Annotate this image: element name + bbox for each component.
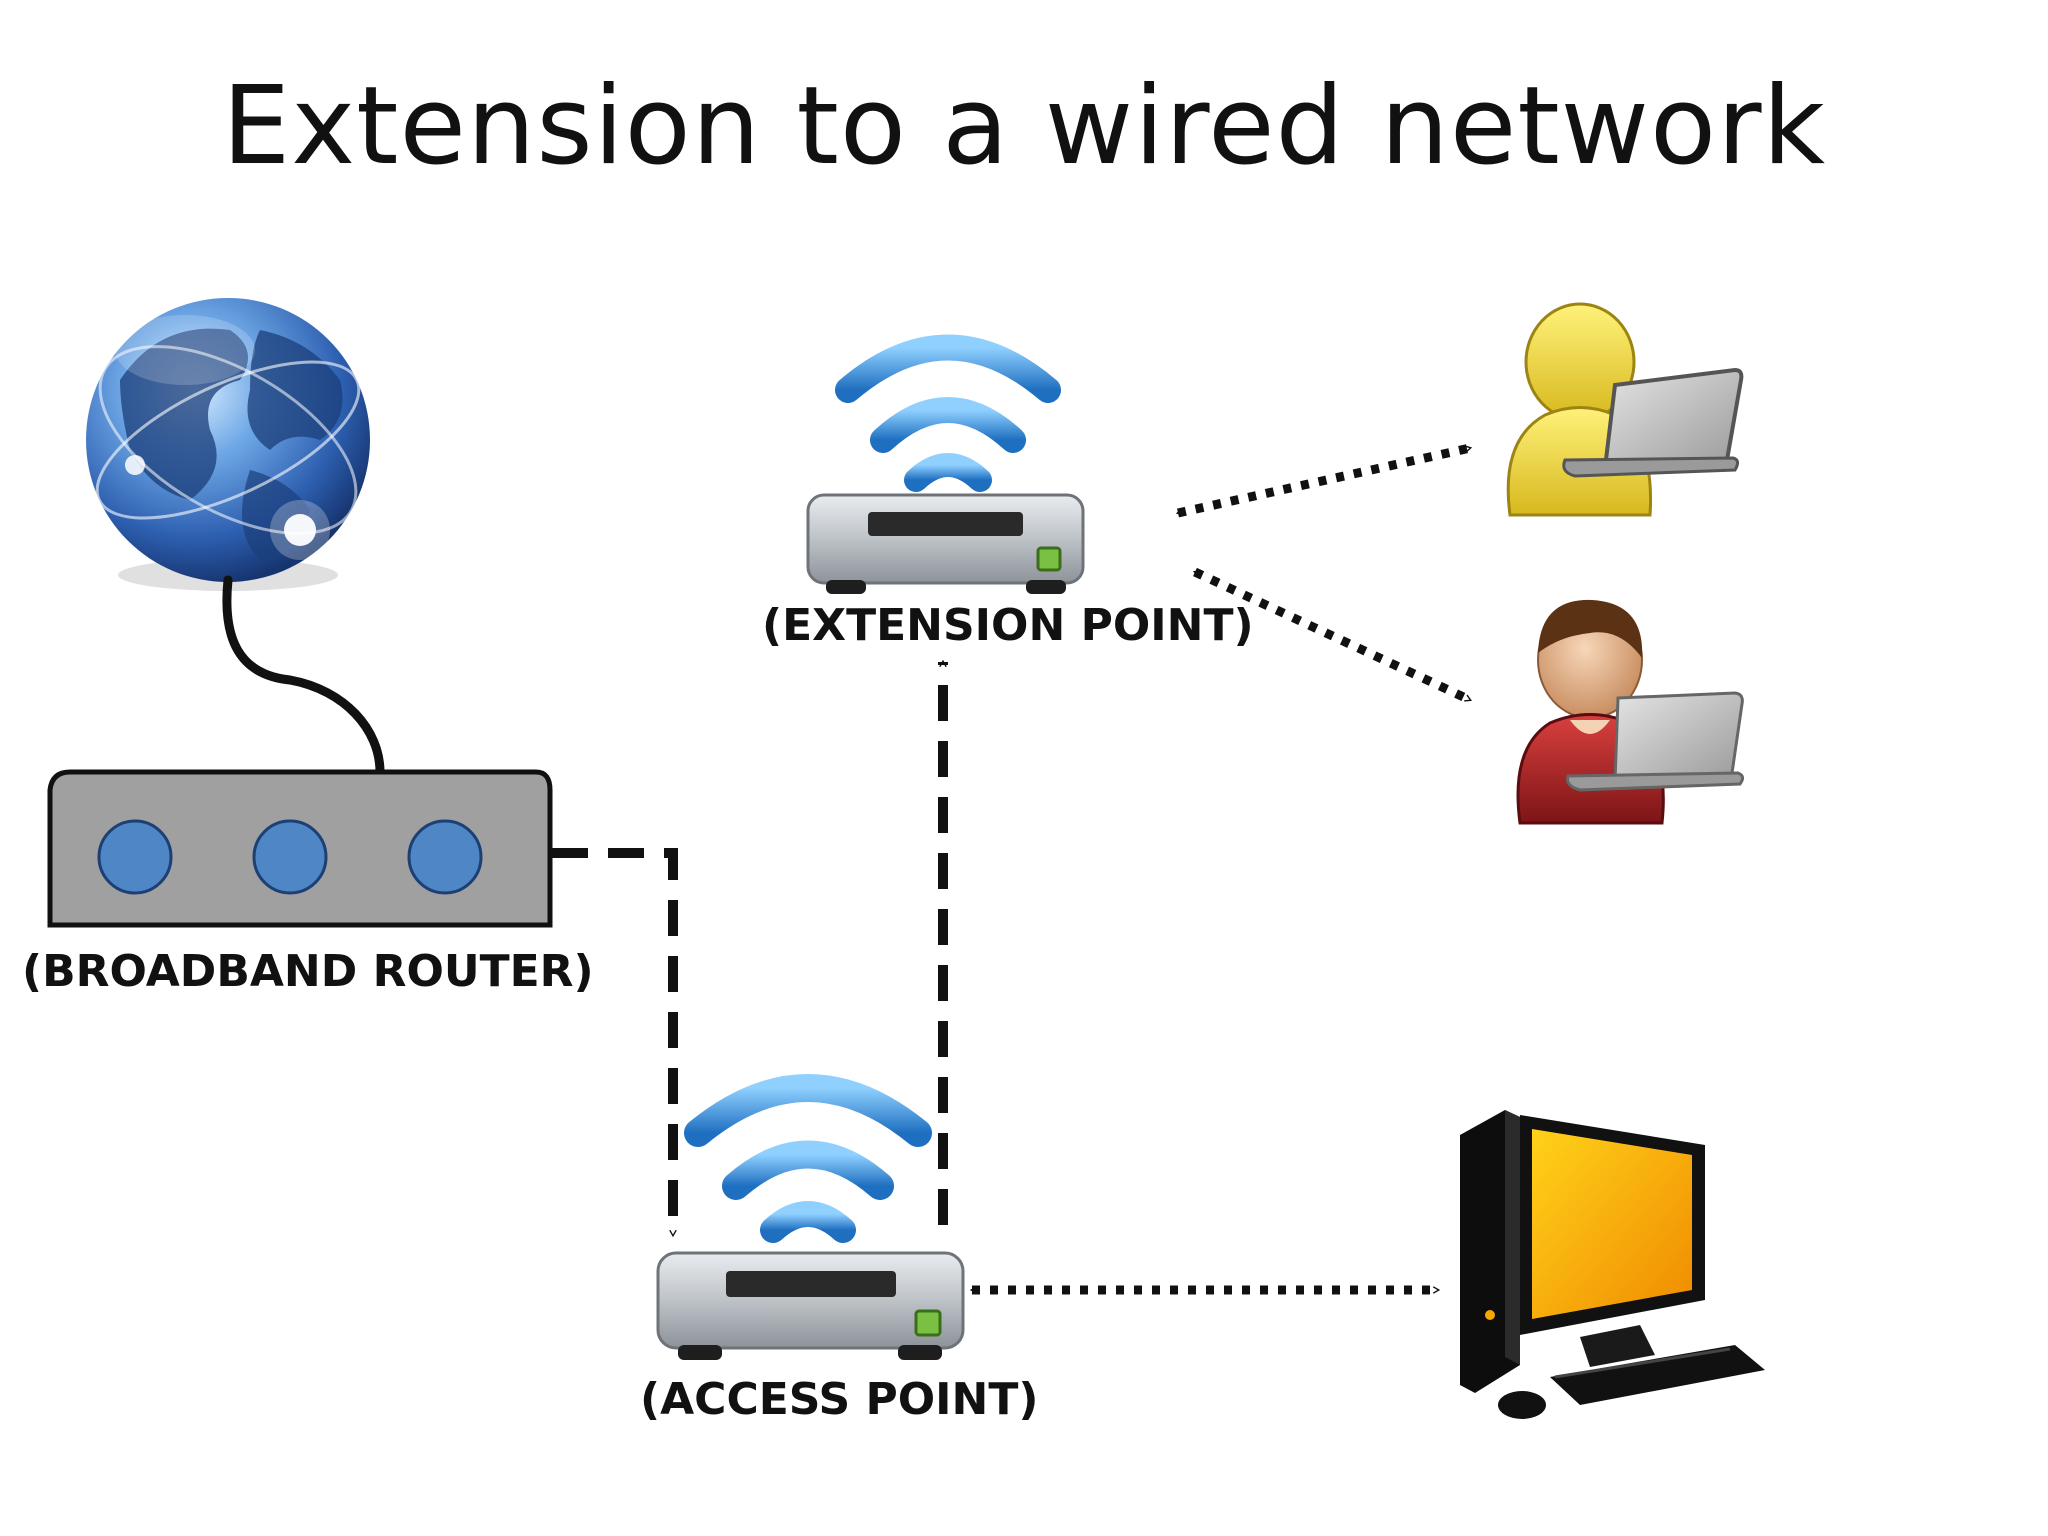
router-port	[252, 819, 328, 895]
slide-title: Extension to a wired network	[221, 64, 1827, 189]
internet-cable	[222, 575, 385, 777]
desktop-computer-icon	[1460, 1110, 1765, 1419]
router-port	[407, 819, 483, 895]
wifi-waves-icon	[684, 1074, 932, 1243]
broadband-router-icon	[47, 769, 553, 928]
connection-extension-to-user-2	[1192, 567, 1473, 705]
wifi-waves-icon	[835, 334, 1061, 492]
router-port	[97, 819, 173, 895]
access-point-icon	[656, 1074, 965, 1360]
extension-point-icon	[806, 334, 1085, 594]
globe-icon	[86, 298, 370, 591]
connection-router-to-access-point	[552, 848, 678, 1238]
access-point-label: (ACCESS POINT)	[640, 1374, 1039, 1425]
user-with-laptop-icon-red	[1516, 599, 1745, 825]
broadband-router-label: (BROADBAND ROUTER)	[22, 946, 594, 997]
connection-extension-to-user-1	[1175, 443, 1473, 518]
user-with-laptop-icon-yellow	[1506, 302, 1744, 517]
extension-point-label: (EXTENSION POINT)	[762, 600, 1254, 651]
